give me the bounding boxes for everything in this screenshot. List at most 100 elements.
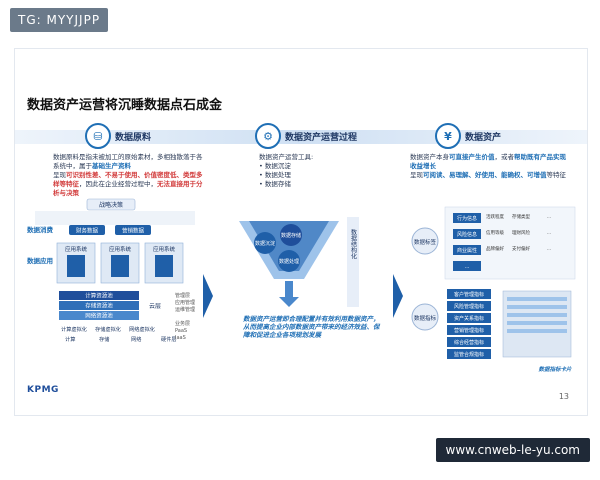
process-tool-1: • 数据沉淀 bbox=[259, 162, 291, 170]
database-icon: ⛁ bbox=[85, 123, 111, 149]
index-4 bbox=[447, 325, 491, 335]
row-data-apply: 数据应用 bbox=[27, 256, 53, 265]
phase-raw-label: 数据原料 bbox=[115, 132, 152, 143]
money-bag-icon: ¥ bbox=[435, 123, 461, 149]
hw-1: 计算 bbox=[65, 335, 75, 343]
asset-desc-2-hl: 帮助既有产品实现收益增长 bbox=[410, 153, 566, 170]
tag-icon bbox=[411, 227, 439, 255]
phase-process-label: 数据资产运营过程 bbox=[285, 132, 358, 143]
index-3-label: 资产关系指标 bbox=[454, 315, 484, 322]
infra-2: PaaS bbox=[175, 328, 187, 334]
tag-cell-2-3: ... bbox=[547, 231, 551, 236]
page-number: 13 bbox=[558, 392, 569, 401]
pool-3 bbox=[59, 311, 139, 320]
mgmt-3: 运维管理 bbox=[175, 306, 195, 313]
phase-asset: ¥ 数据资产 bbox=[435, 121, 501, 151]
funnel-item-1: 数据沉淀 bbox=[255, 240, 275, 247]
kpmg-logo: KPMG bbox=[27, 385, 59, 395]
index-label: 数据指标 bbox=[414, 314, 437, 322]
raw-desc-1-hl: 基础生产资料 bbox=[92, 162, 131, 170]
pool-1 bbox=[59, 291, 139, 300]
process-funnel: 数据沉淀 数据存储 数据处理 数据结构化 bbox=[239, 217, 359, 307]
virt-2: 存储虚拟化 bbox=[95, 325, 121, 333]
funnel-node-3 bbox=[278, 250, 300, 272]
funnel-node-1 bbox=[254, 232, 276, 254]
pool-1-label: 计算资源池 bbox=[85, 292, 113, 300]
index-5 bbox=[447, 337, 491, 347]
hw-4: 硬件层 bbox=[161, 335, 177, 343]
raw-desc-1: 数据原料是指未被加工的原始素材，多相独散落于各系统中，属于 bbox=[53, 153, 203, 170]
index-4-label: 营销管理指标 bbox=[454, 327, 484, 334]
ops-box bbox=[115, 225, 151, 235]
tag-cell-1-1: 活跃程度 bbox=[486, 213, 504, 220]
phase-process: ⚙ 数据资产运营过程 bbox=[255, 121, 357, 151]
phase-asset-label: 数据资产 bbox=[465, 132, 502, 143]
process-tool-2: • 数据处理 bbox=[259, 171, 291, 179]
virt-1: 计算虚拟化 bbox=[61, 325, 87, 333]
tag-cell-1-3: ... bbox=[547, 215, 551, 220]
mgmt-1: 管理层 bbox=[175, 292, 190, 299]
raw-diagram: 战略决策 数据消费 财务数据 营销数据 数据应用 应用系统 应用系统 应用系统 bbox=[27, 198, 195, 343]
structuring-label: 数据结构化 bbox=[350, 228, 357, 260]
asset-desc-1-hl: 可直接产生价值 bbox=[449, 153, 495, 161]
pool-2-label: 存储资源池 bbox=[85, 302, 113, 310]
finance-box bbox=[69, 225, 105, 235]
asset-diagram: 数据标签 行为信息 活跃程度 存储类型 ... 风险信息 信用等级 理财风险 .… bbox=[411, 206, 576, 373]
asset-desc-3: 呈现 bbox=[410, 171, 423, 179]
raw-desc: 数据原料是指未被加工的原始素材，多相独散落于各系统中，属于基础生产资料 呈现可识… bbox=[53, 153, 203, 198]
tag-cell-2-1: 信用等级 bbox=[486, 229, 504, 236]
slide-title: 数据资产运营将沉睡数据点石成金 bbox=[27, 98, 223, 113]
cloud-label: 云层 bbox=[149, 303, 161, 310]
asset-desc-4: 等特征 bbox=[546, 171, 567, 179]
funnel-down-arrow bbox=[279, 297, 299, 307]
app-box-3: 应用系统 bbox=[144, 242, 184, 284]
app-system-3: 应用系统 bbox=[153, 245, 176, 253]
tag-cell-1-2: 存储类型 bbox=[512, 213, 530, 220]
asset-desc-3-hl: 可阅读、易理解、好使用、能确权、可增值 bbox=[423, 171, 547, 179]
tag-row-1: 行为信息 bbox=[457, 215, 477, 222]
hw-3: 网络 bbox=[131, 335, 141, 343]
flow-arrow-2 bbox=[393, 274, 403, 318]
index-2 bbox=[447, 301, 491, 311]
index-5-label: 综合经营指标 bbox=[454, 339, 484, 346]
tag-cell-2-2: 理财风险 bbox=[512, 229, 530, 236]
raw-desc-2-hl: 可识别性差、不易于使用、价值密度低、类型多样等特征 bbox=[53, 171, 203, 188]
gear-icon: ⚙ bbox=[255, 123, 281, 149]
app-system-1: 应用系统 bbox=[65, 245, 88, 253]
index-6 bbox=[447, 349, 491, 359]
strategy-label: 战略决策 bbox=[99, 201, 123, 209]
hw-2: 存储 bbox=[99, 335, 109, 343]
tag-cell-3-3: ... bbox=[547, 247, 551, 252]
asset-desc-2: ，或者 bbox=[494, 153, 515, 161]
row-data-consume: 数据消费 bbox=[27, 225, 54, 234]
index-3 bbox=[447, 313, 491, 323]
infra-3: IaaS bbox=[175, 335, 186, 341]
funnel-item-3: 数据处理 bbox=[279, 258, 299, 265]
phase-raw: ⛁ 数据原料 bbox=[85, 121, 151, 151]
index-6-label: 监管合规指标 bbox=[454, 351, 484, 358]
virt-3: 网络虚拟化 bbox=[129, 325, 155, 333]
consume-band bbox=[35, 211, 195, 225]
raw-desc-3: ，因此在企业经营过程中， bbox=[79, 180, 157, 188]
pool-2 bbox=[59, 301, 139, 310]
flow-arrow-1 bbox=[203, 274, 213, 318]
watermark-top: TG: MYYJJPP bbox=[10, 8, 109, 32]
tag-row-3: 商业属性 bbox=[457, 247, 477, 254]
finance-label: 财务数据 bbox=[76, 227, 99, 235]
tag-cell-3-1: 品牌偏好 bbox=[486, 245, 504, 252]
app-box-1: 应用系统 bbox=[56, 242, 96, 284]
index-icon bbox=[411, 303, 439, 331]
index-1-label: 客户管理指标 bbox=[454, 291, 484, 298]
process-intro: 数据资产运营工具: bbox=[259, 153, 314, 161]
strategy-box bbox=[86, 198, 136, 211]
raw-desc-3-hl: 无法直接用于分析与决策 bbox=[53, 180, 203, 197]
tag-row-2: 风险信息 bbox=[457, 231, 477, 238]
asset-desc-1: 数据资产本身 bbox=[410, 153, 449, 161]
pool-3-label: 网络资源池 bbox=[85, 312, 113, 320]
ops-label: 营销数据 bbox=[122, 227, 145, 235]
card-caption: 数据指标卡片 bbox=[538, 366, 572, 373]
funnel-node-2 bbox=[280, 224, 302, 246]
asset-desc: 数据资产本身可直接产生价值，或者帮助既有产品实现收益增长 呈现可阅读、易理解、好… bbox=[410, 153, 570, 180]
tag-cell-3-2: 支付偏好 bbox=[512, 245, 530, 252]
